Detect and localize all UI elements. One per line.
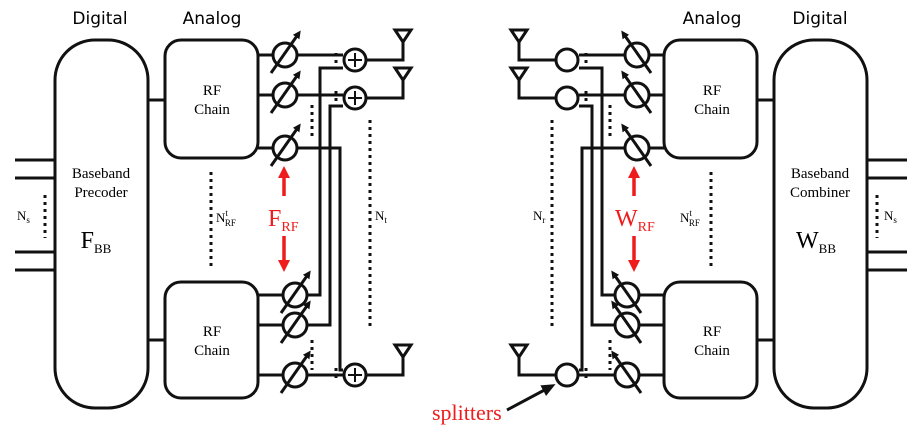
receiver-structure — [508, 28, 907, 410]
rx-phase-shifter-arrow-icon — [621, 30, 653, 74]
rx-rf-chain-top-line2: Chain — [694, 102, 730, 118]
rx-splitter-icon — [554, 85, 580, 111]
tx-baseband-box — [53, 38, 150, 410]
tx-analog-label: Analog — [183, 9, 242, 29]
rx-splitter-icon — [554, 362, 580, 388]
rx-phase-shifter-arrow-icon — [611, 300, 643, 344]
rx-digital-label: Digital — [792, 9, 847, 29]
rx-antenna-count: Nr — [533, 208, 545, 225]
rx-antenna-feed — [517, 80, 556, 100]
rx-phase-shifter-arrow-icon — [621, 123, 653, 167]
rx-rf-chain-bottom-line2: Chain — [694, 343, 730, 359]
tx-analog-precoder-label: FRF — [268, 206, 299, 235]
rx-wire — [579, 66, 615, 297]
tx-rf-chain-top-line1: RF — [203, 83, 221, 99]
rx-phase-shifter-arrow-icon — [611, 270, 643, 314]
tx-wire — [307, 104, 343, 327]
tx-phase-shifter-arrow-icon — [279, 300, 311, 344]
tx-rf-chain-bottom-line2: Chain — [194, 343, 230, 359]
rx-antenna-icon — [508, 343, 530, 360]
tx-antenna-icon — [392, 28, 414, 45]
tx-antenna-icon — [392, 343, 414, 360]
transmitter-labels: Digital Analog Baseband Precoder FBB RF … — [17, 9, 387, 359]
rx-antenna-icon — [508, 66, 530, 83]
tx-streams-label: Ns — [17, 208, 30, 225]
tx-rf-chain-bottom-line1: RF — [203, 324, 221, 340]
transmitter-structure — [15, 28, 414, 410]
tx-antenna-icon — [392, 66, 414, 83]
rx-baseband-line1: Baseband — [791, 166, 850, 182]
rx-antenna-feed — [517, 357, 556, 377]
tx-wire — [307, 66, 343, 297]
rx-baseband-box — [772, 38, 869, 410]
rx-phase-shifter-arrow-icon — [621, 70, 653, 114]
splitters-label: splitters — [432, 400, 502, 425]
receiver-labels: Analog Digital Baseband Combiner WBB RF … — [533, 9, 897, 359]
rx-analog-label: Analog — [683, 9, 742, 29]
rx-baseband-line2: Combiner — [790, 185, 850, 201]
rx-baseband-matrix: WBB — [796, 228, 836, 256]
tx-antenna-feed — [366, 80, 405, 100]
rx-splitter-icon — [554, 47, 580, 73]
tx-phase-shifter-arrow-icon — [269, 123, 301, 167]
rx-rf-chain-bottom-line1: RF — [703, 324, 721, 340]
rx-rf-chain-top — [662, 38, 759, 160]
tx-baseband-line2: Precoder — [74, 185, 127, 201]
tx-rf-chain-top — [163, 38, 260, 160]
tx-phase-shifter-arrow-icon — [269, 70, 301, 114]
splitters-pointer-arrow — [506, 384, 556, 412]
tx-digital-label: Digital — [72, 9, 127, 29]
rx-antenna-icon — [508, 28, 530, 45]
tx-rf-chain-top-line2: Chain — [194, 102, 230, 118]
rx-rf-chain-top-line1: RF — [703, 83, 721, 99]
tx-phase-shifter-arrow-icon — [269, 30, 301, 74]
rx-streams-label: Ns — [884, 208, 897, 225]
rx-wire — [579, 104, 615, 327]
tx-antenna-count: Nt — [375, 208, 387, 225]
tx-baseband-matrix: FBB — [81, 228, 112, 256]
rx-rf-chain-bottom — [662, 280, 759, 400]
rx-antenna-feed — [517, 42, 556, 62]
tx-phase-shifter-arrow-icon — [279, 270, 311, 314]
tx-phase-shifter-arrow-icon — [279, 350, 311, 394]
tx-antenna-feed — [366, 357, 405, 377]
tx-rf-chain-bottom — [163, 280, 260, 400]
tx-antenna-feed — [366, 42, 405, 62]
rx-analog-combiner-label: WRF — [615, 206, 655, 235]
tx-baseband-line1: Baseband — [72, 166, 131, 182]
rx-phase-shifter-arrow-icon — [611, 350, 643, 394]
